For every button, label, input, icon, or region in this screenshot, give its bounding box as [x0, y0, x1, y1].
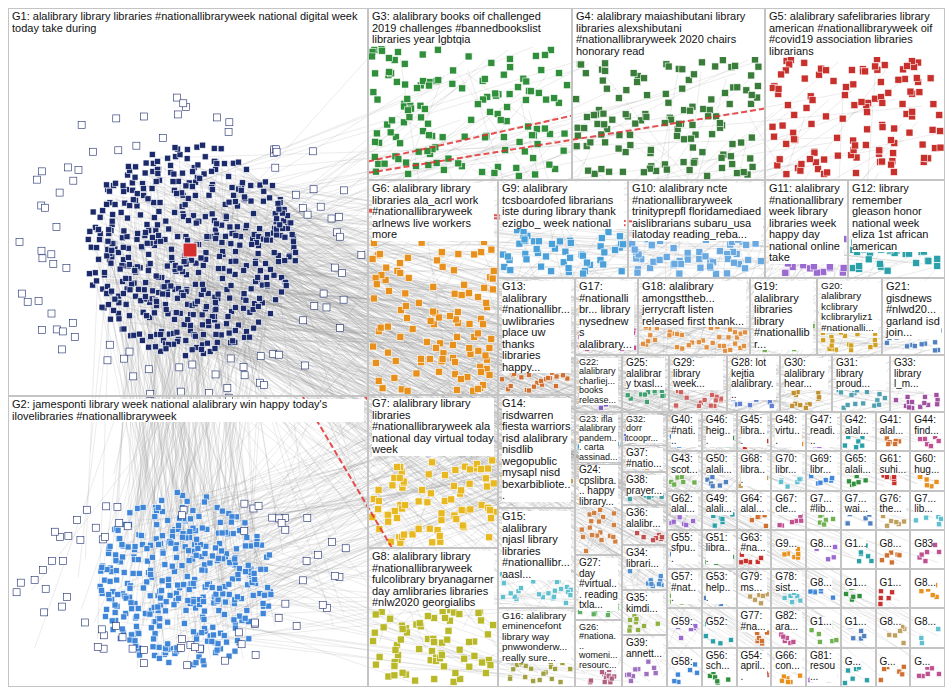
graph-canvas: G1: alalibrary library libraries #nation…: [0, 0, 950, 688]
